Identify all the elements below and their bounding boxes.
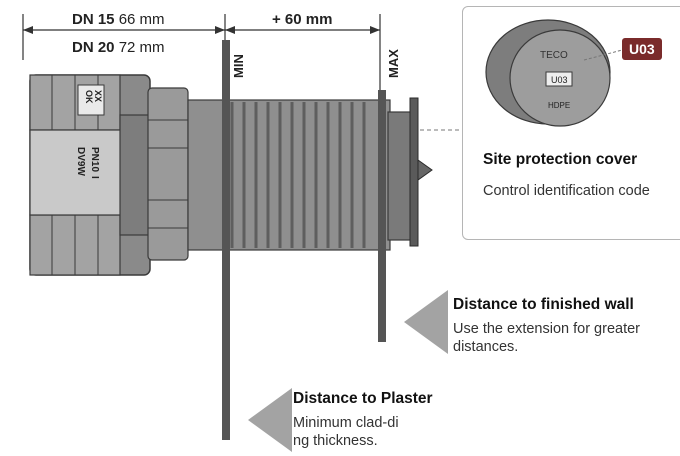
finished-wall-description: Use the extension for greater distances. [453,321,640,355]
end-flange [387,97,433,247]
dn20-label: DN 20 [72,39,115,56]
valve-pn-text: PN10 [89,147,100,172]
cap-material: HDPE [548,101,570,110]
dn15-label: DN 15 [72,11,115,28]
valve-hex-mark-1: XX [93,90,103,102]
plaster-line [222,40,230,440]
plaster-title: Distance to Plaster [293,390,433,407]
dimension-lines [22,14,381,92]
finished-wall-title: Distance to finished wall [453,296,634,313]
plaster-arrow-icon [248,388,292,452]
corrugated-extension [187,99,391,251]
dn20-dimension: DN 20 72 mm [72,40,165,55]
dn15-value: 66 mm [118,11,165,28]
extension-label: + 60 mm [272,11,333,28]
protection-cap-illustration [485,19,631,127]
site-protection-title: Site protection cover [483,151,638,168]
dn15-dimension: DN 15 66 mm [72,12,165,27]
wall-arrow-icon [404,290,448,354]
valve-extra-text: I [89,176,100,179]
dn20-value: 72 mm [118,39,165,56]
min-label: MIN [231,54,246,78]
union-nut [119,87,189,261]
valve-model-text: DV9W [75,147,86,176]
site-protection-badge: U03 [622,38,662,60]
max-label: MAX [386,49,401,78]
cap-brand: TECO [540,50,568,61]
cap-code: U03 [551,75,568,85]
site-protection-description: Control identification code [483,183,650,199]
valve-hex-mark-2: OK [84,90,94,104]
dimension-arrows [23,26,380,34]
plaster-description: Minimum clad-ding thickness. [293,415,399,449]
finished-wall-line [378,90,386,342]
